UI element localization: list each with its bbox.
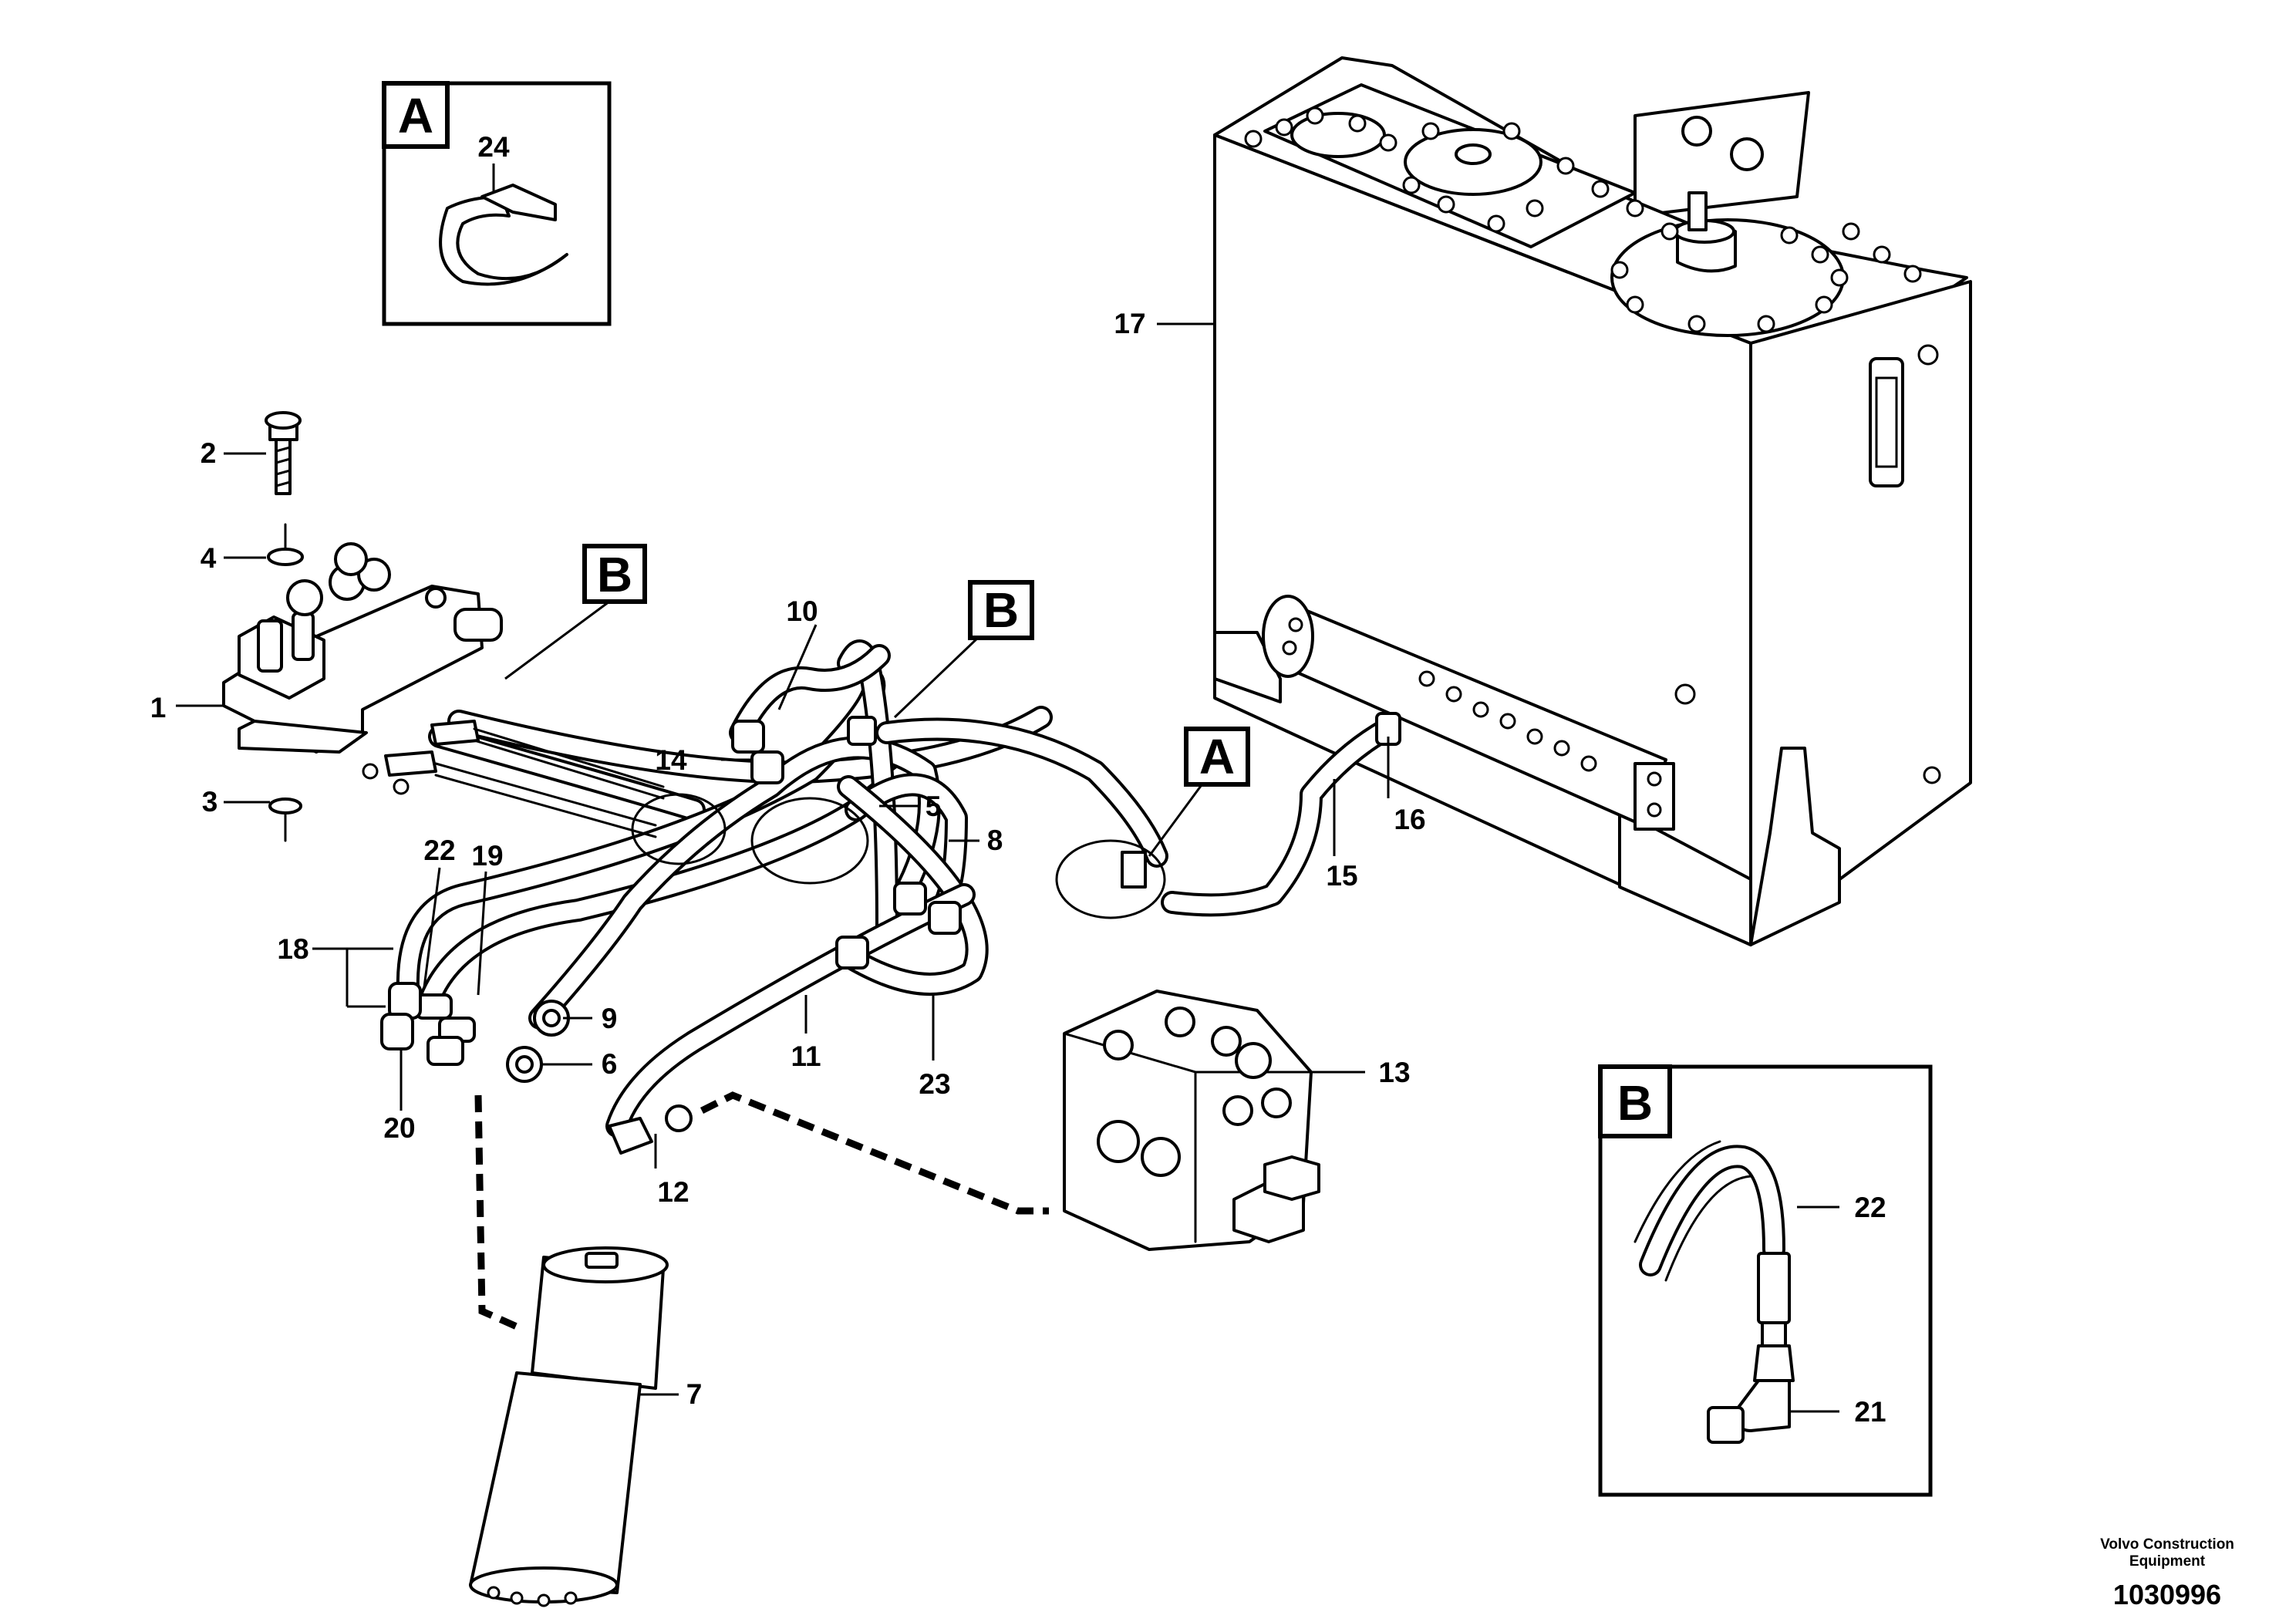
- tank-bolt-pattern: [1244, 106, 1922, 772]
- oil-filter: [469, 1246, 669, 1607]
- callout-13: 13: [1378, 1057, 1410, 1088]
- inset-a: A: [382, 81, 612, 326]
- callout-15: 15: [1326, 860, 1357, 892]
- flange-bolt: [265, 411, 302, 495]
- callout-labels: 1 2 3 4 5 6 7 8 9 10 11 12 13 14 15 16 1…: [150, 131, 1886, 1428]
- callout-1: 1: [150, 692, 167, 723]
- hose-bundle: [396, 639, 1392, 1155]
- callout-23: 23: [919, 1068, 950, 1100]
- callout-5: 5: [925, 791, 942, 822]
- svg-text:A: A: [1199, 729, 1235, 784]
- inset-b-label: B: [1617, 1075, 1653, 1131]
- callout-16: 16: [1394, 804, 1425, 835]
- callout-22-inset: 22: [1854, 1192, 1886, 1223]
- callout-9: 9: [602, 1003, 618, 1034]
- inset-a-label: A: [398, 88, 433, 143]
- ref-marker-b-2: B: [893, 580, 1034, 719]
- return-line-filter: [474, 1094, 518, 1330]
- callout-3: 3: [202, 786, 218, 818]
- callout-19: 19: [471, 840, 503, 872]
- control-valve-block: [222, 542, 503, 795]
- callout-22: 22: [423, 835, 455, 866]
- credit-line-1: Volvo Construction: [2100, 1536, 2234, 1553]
- callout-leaders: [176, 322, 1839, 1413]
- callout-24: 24: [477, 131, 510, 163]
- footer: Volvo Construction Equipment 1030996: [2100, 1536, 2234, 1610]
- callout-7: 7: [686, 1378, 703, 1410]
- callout-12: 12: [657, 1176, 689, 1208]
- callout-20: 20: [383, 1112, 415, 1144]
- callout-17: 17: [1114, 308, 1145, 339]
- steering-valve: [1063, 990, 1320, 1251]
- inset-b: B: [1598, 1064, 1933, 1497]
- callout-18: 18: [277, 933, 308, 965]
- callout-6: 6: [602, 1048, 618, 1080]
- callout-14: 14: [655, 744, 687, 776]
- callout-11: 11: [791, 1040, 821, 1072]
- rigid-pipes: [384, 720, 665, 838]
- ref-marker-b-1: B: [504, 544, 647, 680]
- callout-21: 21: [1854, 1396, 1886, 1428]
- callout-4: 4: [201, 542, 217, 574]
- document-number: 1030996: [2113, 1579, 2221, 1610]
- callout-8: 8: [987, 824, 1003, 856]
- washer-upper: [267, 523, 304, 566]
- return-line-valve: [700, 1091, 1049, 1215]
- callout-2: 2: [201, 437, 217, 469]
- ref-marker-a: A: [1148, 727, 1250, 857]
- washer-lower: [268, 798, 302, 842]
- svg-text:B: B: [983, 582, 1019, 638]
- svg-text:B: B: [597, 547, 632, 602]
- credit-line-2: Equipment: [2129, 1553, 2206, 1570]
- callout-10: 10: [786, 595, 818, 627]
